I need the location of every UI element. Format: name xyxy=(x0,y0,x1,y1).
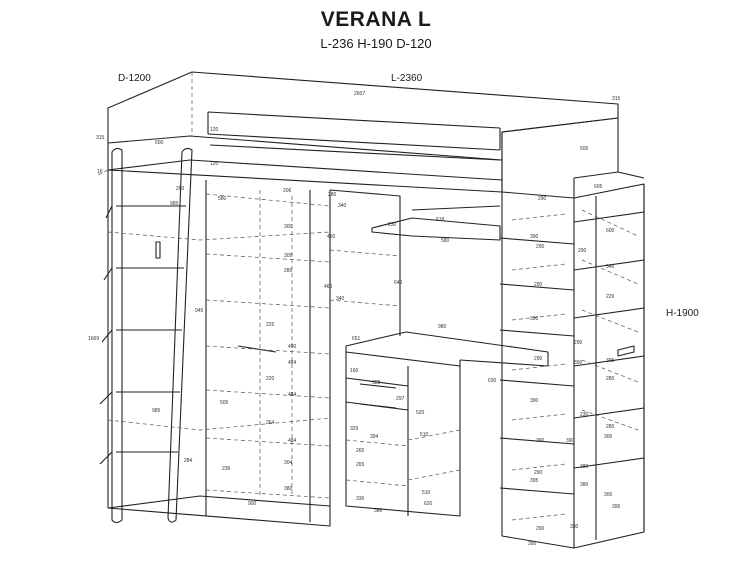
dim-label: 630 xyxy=(488,378,497,384)
dim-label: 290 xyxy=(534,470,543,476)
dim-label: 340 xyxy=(336,296,345,302)
dim-label: 328 xyxy=(372,380,381,386)
dim-label: 505 xyxy=(580,146,589,152)
dim-label: 600 xyxy=(606,228,615,234)
dim-label: 980 xyxy=(438,324,447,330)
dim-label: 290 xyxy=(534,356,543,362)
dim-label: 390 xyxy=(536,438,545,444)
dim-label: 390 xyxy=(528,541,537,547)
dim-label: 290 xyxy=(538,196,547,202)
dim-label: 230 xyxy=(580,412,589,418)
dim-label: 605 xyxy=(594,184,603,190)
dim-label: 510 xyxy=(422,490,431,496)
dim-label: 985 xyxy=(152,408,161,414)
dim-label: 300 xyxy=(604,492,613,498)
dim-label: 390 xyxy=(566,438,575,444)
dim-label: 985 xyxy=(170,201,179,207)
dim-label: 394 xyxy=(370,434,379,440)
dim-label: 390 xyxy=(530,316,539,322)
dim-label: 340 xyxy=(338,203,347,209)
dim-label: 620 xyxy=(424,501,433,507)
dim-label: 290 xyxy=(536,526,545,532)
dim-label: 264 xyxy=(266,420,275,426)
dim-label: 1669 xyxy=(88,336,99,342)
dim-label: 380 xyxy=(580,464,589,470)
dim-label: 265 xyxy=(356,462,365,468)
dim-label: 280 xyxy=(606,376,615,382)
dim-label: 120 xyxy=(210,161,219,167)
dim-label: 380 xyxy=(374,508,383,514)
dim-label: 390 xyxy=(530,234,539,240)
dim-label: 640 xyxy=(394,280,403,286)
dim-label: 305 xyxy=(284,253,293,259)
dim-label: 490 xyxy=(288,344,297,350)
dim-label: 390 xyxy=(574,360,583,366)
length-label: L-2360 xyxy=(391,73,423,84)
dim-label: 329 xyxy=(350,426,359,432)
dim-label: 315 xyxy=(612,96,621,102)
dim-label: 651 xyxy=(352,336,361,342)
dim-label: 460 xyxy=(324,284,333,290)
dim-label: 290 xyxy=(578,248,587,254)
dim-label: 305 xyxy=(606,358,615,364)
dim-label: 484 xyxy=(288,392,297,398)
dim-label: 580 xyxy=(441,238,450,244)
dim-label: 618 xyxy=(436,217,445,223)
dim-label: 510 xyxy=(420,432,429,438)
height-label: H-1900 xyxy=(666,308,699,319)
dim-label: 380 xyxy=(284,486,293,492)
dim-label: 290 xyxy=(536,244,545,250)
dim-label: 290 xyxy=(574,340,583,346)
dim-label: 120 xyxy=(210,127,219,133)
depth-label: D-1200 xyxy=(118,73,151,84)
dim-label: 230 xyxy=(388,222,397,228)
dim-label: 290 xyxy=(534,282,543,288)
dim-label: 580 xyxy=(218,196,227,202)
dim-label: 900 xyxy=(248,501,257,507)
dim-label: 395 xyxy=(612,504,621,510)
product-title: VERANA L xyxy=(320,8,432,31)
dim-label: 520 xyxy=(416,410,425,416)
dim-label: 505 xyxy=(220,400,229,406)
dim-label: 315 xyxy=(96,135,105,141)
dim-label: 250 xyxy=(176,186,185,192)
dim-label: 300 xyxy=(604,434,613,440)
dim-label: 280 xyxy=(284,268,293,274)
dim-label: 280 xyxy=(328,192,337,198)
dim-label: 225 xyxy=(266,322,275,328)
dim-label: 280 xyxy=(606,424,615,430)
dim-label: 284 xyxy=(184,458,193,464)
dim-label: 300 xyxy=(284,224,293,230)
dim-label: 945 xyxy=(195,308,204,314)
dim-label: 16 xyxy=(97,169,103,175)
dim-label: 336 xyxy=(356,496,365,502)
dim-label: 297 xyxy=(396,396,405,402)
dim-label: 2607 xyxy=(354,91,365,97)
dim-label: 304 xyxy=(284,460,293,466)
dim-label: 229 xyxy=(606,294,615,300)
dim-label: 484 xyxy=(288,438,297,444)
dim-label: 206 xyxy=(283,188,292,194)
dim-label: 484 xyxy=(288,360,297,366)
dim-label: 390 xyxy=(530,398,539,404)
product-dimensions: L-236 H-190 D-120 xyxy=(320,36,432,51)
dim-label: 160 xyxy=(350,368,359,374)
dim-label: 395 xyxy=(530,478,539,484)
dim-label: 346 xyxy=(606,264,615,270)
dim-label: 265 xyxy=(356,448,365,454)
dim-label: 380 xyxy=(580,482,589,488)
dim-label: 600 xyxy=(155,140,164,146)
dim-label: 236 xyxy=(222,466,231,472)
dim-label: 330 xyxy=(570,524,579,530)
dim-label: 220 xyxy=(266,376,275,382)
dim-label: 490 xyxy=(327,234,336,240)
